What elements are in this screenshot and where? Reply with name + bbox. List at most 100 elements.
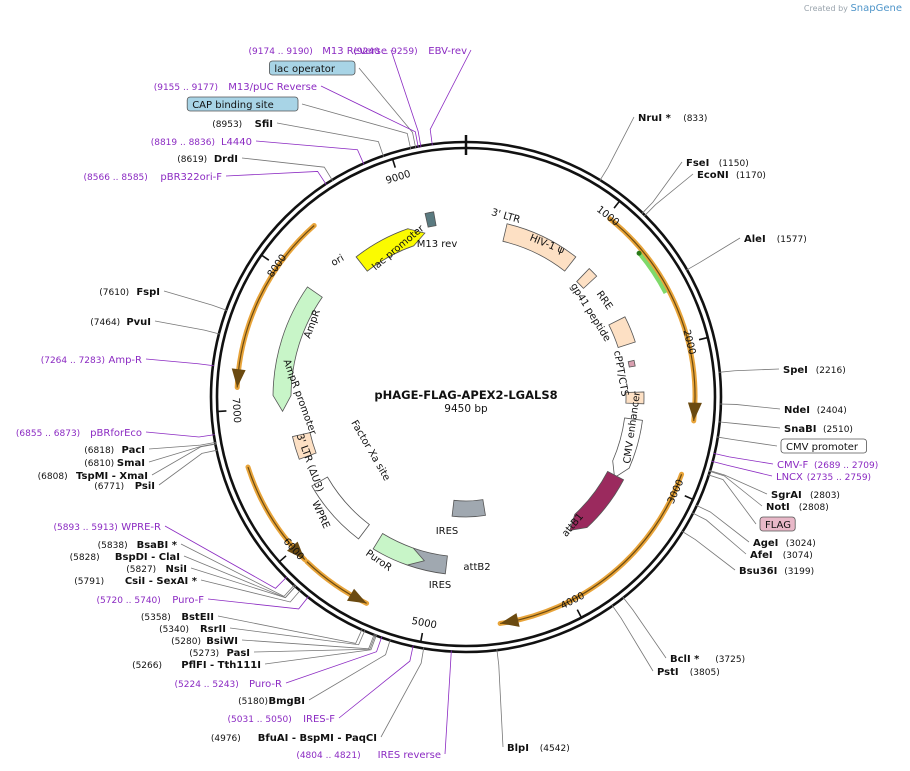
label-pos: (2216) <box>816 366 846 376</box>
label-name: CsiI - SexAI * <box>125 576 198 587</box>
primer-label: L4440 (8819 .. 8836) <box>151 137 252 148</box>
enzyme-label: TspMI - XmaI(6808) <box>38 471 148 482</box>
primer-label: LNCX(2735 .. 2759) <box>776 472 871 483</box>
inner-label: gp41 peptide <box>568 281 613 343</box>
leader-line <box>320 85 419 148</box>
enzyme-label: DrdI(8619) <box>177 154 238 165</box>
green-feature-end <box>636 250 642 256</box>
label-pos: (3074) <box>783 551 813 561</box>
box-text: lac operator <box>274 64 335 75</box>
leader-line <box>285 636 383 684</box>
primer-label: EBV-rev(9240 .. 9259) <box>353 46 467 57</box>
label-name: PstI <box>657 667 679 678</box>
enzyme-label: AgeI(3024) <box>753 538 816 549</box>
enzyme-label: BmgBI(5180) <box>238 696 305 707</box>
enzyme-label: BfuAI - BspMI - PaqCI(4976) <box>211 733 377 744</box>
enzyme-label: AleI(1577) <box>744 234 807 245</box>
label-pos: (8819 .. 8836) <box>151 138 215 148</box>
leader-line <box>719 403 781 410</box>
leader-line <box>599 116 635 182</box>
tick-label: 9000 <box>385 169 413 187</box>
label-pos: (5828) <box>70 553 100 563</box>
leader-line <box>622 596 667 659</box>
tick-label: 8000 <box>266 253 290 280</box>
tick-mark <box>216 410 227 413</box>
label-name: BstEII <box>181 612 214 623</box>
label-name: BspDI - ClaI <box>115 552 180 563</box>
enzyme-label: FseI(1150) <box>686 158 749 169</box>
enzyme-label: NdeI(2404) <box>784 405 847 416</box>
label-pos: (2689 .. 2709) <box>814 461 878 471</box>
ori-arc <box>355 228 426 272</box>
label-pos: (5273) <box>189 649 219 659</box>
label-box <box>780 438 867 454</box>
primer-label: pBR322ori-F(8566 .. 8585) <box>84 172 223 183</box>
credit: Created by SnapGene <box>804 3 902 14</box>
tick-mark <box>419 632 424 643</box>
gp41-arc <box>627 359 636 368</box>
label-name: L4440 <box>221 137 252 148</box>
enzyme-label: BlpI(4542) <box>507 743 570 754</box>
label-name: NdeI <box>784 405 810 416</box>
leader-line <box>718 421 781 429</box>
label-pos: (6771) <box>94 482 124 492</box>
label-pos: (7610) <box>99 288 129 298</box>
label-name: PflFI - Tth111I <box>181 660 261 671</box>
tick-label: 3000 <box>666 478 686 506</box>
leader-line <box>641 161 683 214</box>
feature-box-label: CMV promoter <box>780 438 867 454</box>
label-pos: (5827) <box>126 565 156 575</box>
tick-mark <box>698 336 709 341</box>
primer-label: WPRE-R(5893 .. 5913) <box>54 522 162 533</box>
label-name: Amp-R <box>109 355 143 366</box>
tick-label: 1000 <box>594 204 621 228</box>
leader-line <box>229 627 366 646</box>
leader-line <box>151 443 217 476</box>
label-pos: (7464) <box>90 318 120 328</box>
enzyme-label: SnaBI(2510) <box>784 424 853 435</box>
primer-label: Puro-R (5224 .. 5243) <box>175 679 283 690</box>
label-name: pBR322ori-F <box>160 172 222 183</box>
label-name: PasI <box>227 648 250 659</box>
label-name: BmgBI <box>268 696 305 707</box>
ltr-3-arc <box>502 223 577 272</box>
leader-line <box>158 449 218 486</box>
label-pos: (6818) <box>84 446 114 456</box>
inner-label: attB2 <box>463 562 490 573</box>
label-pos: (1170) <box>736 171 766 181</box>
label-pos: (2808) <box>799 503 829 513</box>
label-name: Puro-R <box>249 679 282 690</box>
label-name: FspI <box>136 287 160 298</box>
leader-line <box>718 368 780 373</box>
orf-arc-core <box>500 474 683 625</box>
orf-arrowhead <box>346 588 367 604</box>
feature-box-label: FLAG <box>759 516 796 532</box>
enzyme-label: BsaBI *(5838) <box>98 540 178 551</box>
primer-label: IRES reverse(4804 .. 4821) <box>296 750 441 761</box>
leader-line <box>713 452 774 465</box>
leader-line <box>496 649 504 748</box>
tick-mark <box>278 555 287 564</box>
orf-arrowhead <box>231 368 246 388</box>
enzyme-label: NsiI(5827) <box>126 564 187 575</box>
inner-label: M13 rev <box>417 239 458 250</box>
label-box <box>268 60 356 76</box>
enzyme-label: BclI *(3725) <box>670 654 745 665</box>
label-pos: (5224 .. 5243) <box>175 680 239 690</box>
leader-line <box>207 596 309 610</box>
enzyme-label: CsiI - SexAI *(5791) <box>74 576 197 587</box>
label-name: EBV-rev <box>428 46 467 57</box>
orf-arrowhead <box>286 541 305 560</box>
leader-line <box>276 122 384 157</box>
label-name: AfeI <box>750 550 773 561</box>
site-labels: NruI *(833)FseI(1150)EcoNI(1170)AleI(157… <box>16 46 878 761</box>
label-name: BfuAI - BspMI - PaqCI <box>258 733 377 744</box>
label-name: AleI <box>744 234 766 245</box>
label-pos: (3199) <box>784 567 814 577</box>
label-leaders <box>145 49 781 755</box>
apex2-arc <box>569 470 625 531</box>
label-name: LNCX <box>776 472 803 483</box>
enzyme-label: NruI *(833) <box>638 113 707 124</box>
enzyme-label: Bsu36I(3199) <box>739 566 814 577</box>
